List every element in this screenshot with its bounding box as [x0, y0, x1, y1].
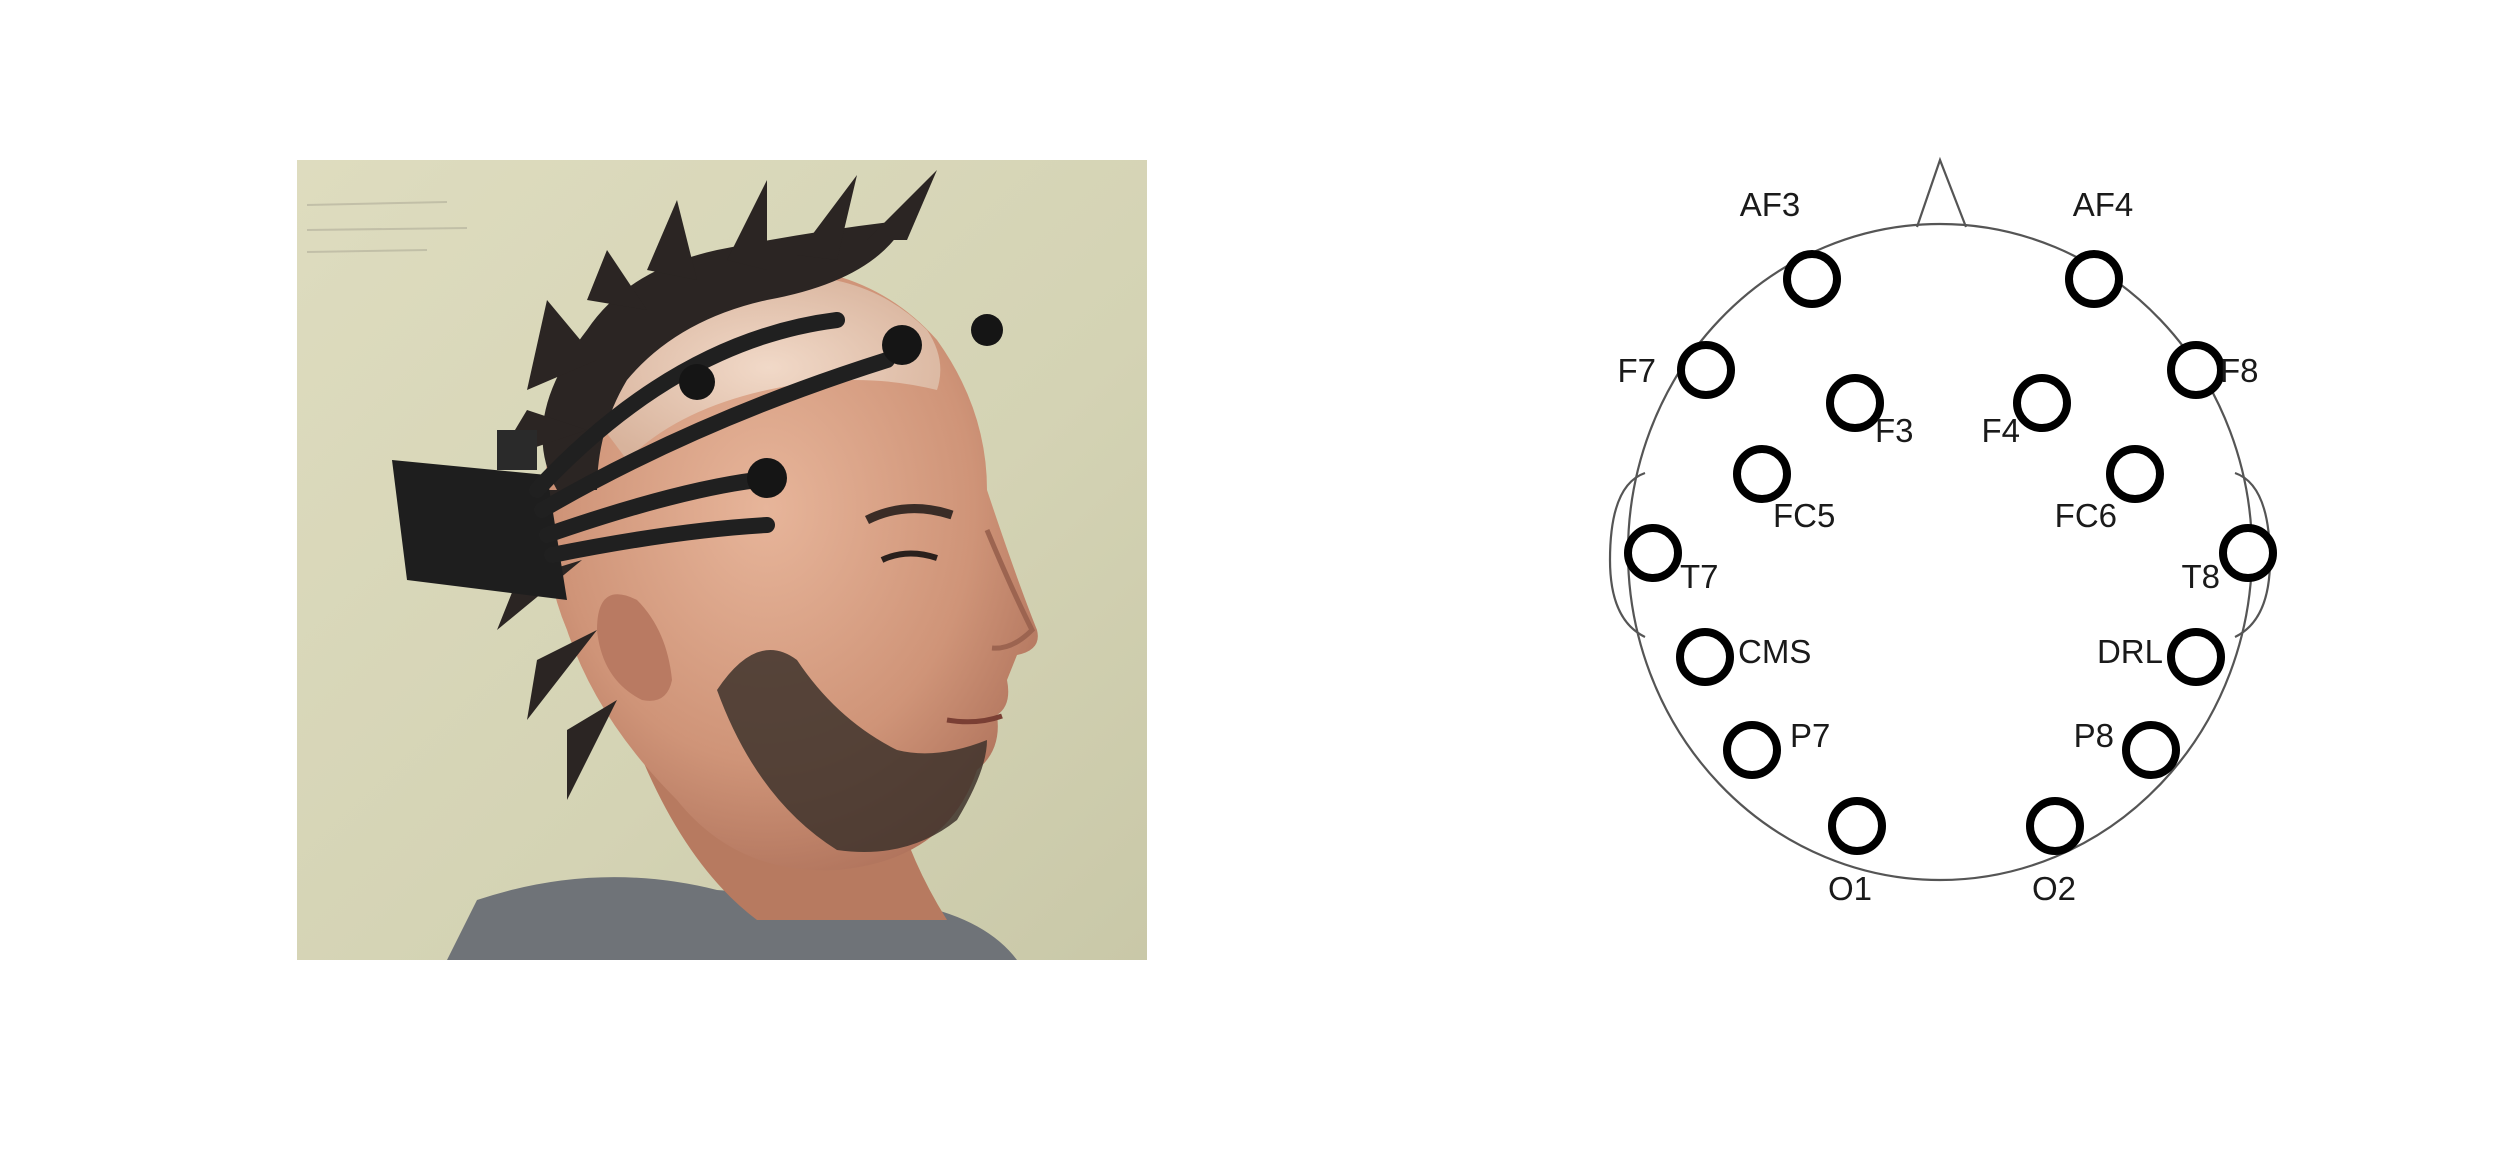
electrode-label-cms: CMS	[1738, 633, 1811, 670]
electrode-label-f4: F4	[1981, 412, 2020, 449]
left-ear	[1608, 471, 1646, 638]
head-outline	[1626, 222, 2254, 882]
electrode-f4	[2013, 374, 2071, 432]
electrode-label-p8: P8	[2074, 717, 2114, 754]
electrode-t7	[1624, 524, 1682, 582]
electrode-label-f7: F7	[1617, 352, 1656, 389]
electrode-label-t7: T7	[1680, 558, 1719, 595]
electrode-fc5	[1733, 445, 1791, 503]
electrode-o2	[2026, 797, 2084, 855]
electrode-af4	[2065, 250, 2123, 308]
electrode-f8	[2167, 341, 2225, 399]
person-wearing-headset-icon	[297, 160, 1147, 960]
electrode-cms	[1676, 628, 1734, 686]
electrode-label-o1: O1	[1828, 870, 1872, 907]
electrode-label-af3: AF3	[1740, 186, 1801, 223]
electrode-label-o2: O2	[2032, 870, 2076, 907]
electrode-f7	[1677, 341, 1735, 399]
electrode-f3	[1826, 374, 1884, 432]
electrode-p7	[1723, 721, 1781, 779]
electrode-label-drl: DRL	[2097, 633, 2163, 670]
nose-marker	[1915, 156, 1968, 228]
electrode-label-t8: T8	[2181, 558, 2220, 595]
electrode-o1	[1828, 797, 1886, 855]
electrode-drl	[2167, 628, 2225, 686]
electrode-af3	[1783, 250, 1841, 308]
electrode-label-fc5: FC5	[1773, 497, 1835, 534]
electrode-label-p7: P7	[1790, 717, 1830, 754]
electrode-p8	[2122, 721, 2180, 779]
electrode-label-af4: AF4	[2073, 186, 2134, 223]
headset-photo	[297, 160, 1147, 960]
electrode-t8	[2219, 524, 2277, 582]
electrode-label-f8: F8	[2220, 352, 2259, 389]
electrode-label-f3: F3	[1875, 412, 1914, 449]
electrode-label-fc6: FC6	[2055, 497, 2117, 534]
electrode-fc6	[2106, 445, 2164, 503]
